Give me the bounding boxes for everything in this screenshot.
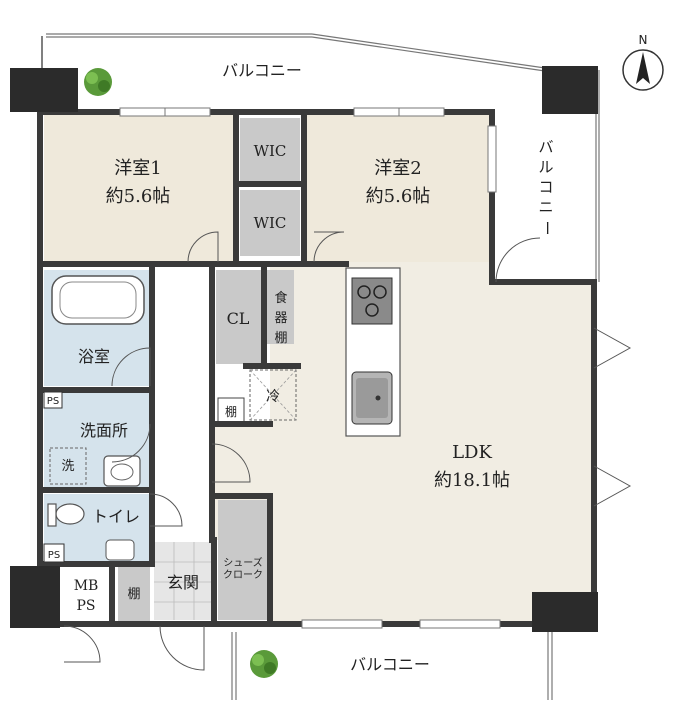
balcony-top-label: バルコニー [222, 61, 302, 80]
hallway-floor [154, 266, 210, 542]
shelf-entry-fill [118, 566, 150, 622]
ldk-name: LDK [452, 442, 492, 463]
balcony-top [41, 33, 546, 112]
wic-upper-label: WIC [254, 142, 287, 160]
shelf-entry-label: 棚 [127, 587, 140, 602]
room2-size: 約5.6帖 [366, 186, 431, 207]
pantry-fill [266, 270, 294, 344]
balcony-right-char: ニ [538, 198, 553, 216]
ps-upper-box [43, 391, 63, 409]
entrance-tiles [154, 542, 212, 620]
doors [63, 231, 632, 671]
balcony-right-char: バ [538, 138, 553, 156]
toilet-basin-icon [105, 539, 135, 561]
washer-label: 洗 [61, 459, 74, 474]
pantry-char: 棚 [274, 331, 287, 346]
room1-name: 洋室1 [114, 158, 161, 179]
compass-label: N [639, 33, 648, 47]
ldk-floor [210, 262, 592, 624]
mbps-line1: MB [74, 578, 99, 594]
windows [119, 107, 501, 629]
compass-icon [622, 49, 664, 91]
room2-floor [306, 114, 490, 262]
balcony-right-char: ー [538, 220, 556, 235]
bathtub-icon [51, 275, 145, 325]
shoe-closet-fill [218, 500, 268, 620]
ldk-size: 約18.1帖 [434, 470, 510, 491]
closet-fill [216, 270, 262, 364]
stove-icon [351, 277, 393, 325]
entrance-fill [154, 542, 212, 620]
plant-bottom [250, 650, 278, 678]
mbps-box [62, 568, 108, 620]
shelf-ldk-label: 棚 [225, 404, 237, 419]
room2-name: 洋室2 [374, 158, 421, 179]
pantry-label: 食 器 棚 [274, 290, 287, 346]
washer-space [49, 447, 87, 485]
washroom-label: 洗面所 [80, 421, 128, 440]
wic-lower-fill [240, 190, 300, 256]
shoe-closet-line1: シューズ [223, 556, 263, 569]
fridge-space [249, 369, 297, 421]
mbps-line2: PS [76, 598, 95, 614]
ps-lower-label: PS [48, 550, 60, 561]
wic-lower-label: WIC [254, 214, 287, 232]
balcony-bottom [231, 632, 553, 700]
bath-label: 浴室 [78, 347, 110, 366]
entrance-label: 玄関 [167, 573, 199, 592]
basin-icon [103, 455, 141, 487]
balcony-right-label: バ ル コ ニ ー [538, 138, 556, 236]
pillars [10, 66, 598, 632]
wic-upper-fill [240, 118, 300, 182]
balcony-bottom-label: バルコニー [350, 655, 430, 674]
balcony-right-char: ル [538, 158, 553, 176]
balcony-right-char: コ [538, 178, 553, 196]
pantry-char: 器 [274, 311, 287, 326]
shoe-closet-line2: クローク [223, 569, 263, 581]
pantry-char: 食 [274, 290, 287, 306]
toilet-icon [55, 503, 85, 525]
kitchen-island [345, 267, 401, 437]
walls [37, 109, 597, 627]
room1-size: 約5.6帖 [106, 186, 171, 207]
closet-label: CL [227, 309, 250, 328]
toilet-label: トイレ [92, 507, 140, 526]
plant-top [84, 68, 112, 96]
fridge-label: 冷 [266, 389, 280, 405]
ps-lower-box [43, 543, 65, 563]
ps-upper-label: PS [47, 396, 59, 407]
room1-floor [44, 114, 234, 262]
